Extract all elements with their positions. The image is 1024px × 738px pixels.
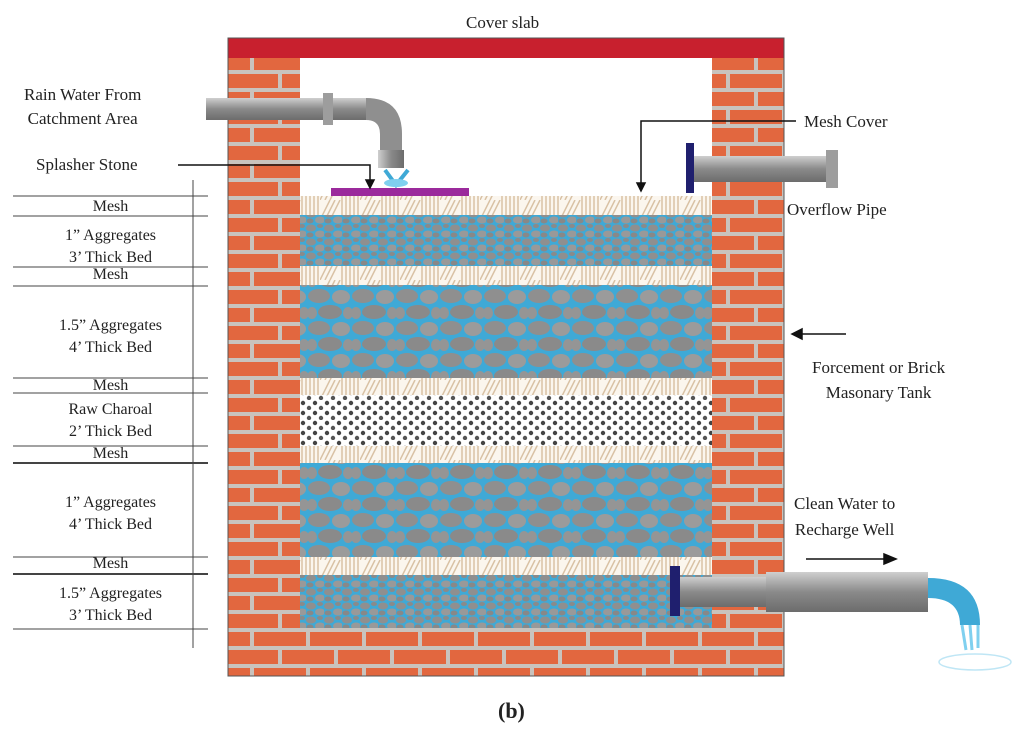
layer-label: 1” Aggregates 4’ Thick Bed [13, 492, 208, 536]
tank-label-line1: Forcement or Brick [812, 358, 946, 377]
layer-mesh [300, 378, 712, 395]
layer-label-line: 4’ Thick Bed [69, 339, 152, 356]
rain-water-label: Rain Water From Catchment Area [24, 83, 141, 131]
layer-mesh [300, 557, 712, 575]
water-splash [383, 168, 410, 189]
mesh-cover-leader [640, 120, 796, 185]
layer-label-line: 1” Aggregates [64, 227, 157, 244]
layer-label: Mesh [13, 555, 208, 573]
layer-mesh [300, 446, 712, 463]
layer-large-aggregate [300, 463, 712, 557]
outlet-pipe [670, 566, 1012, 671]
layer-label-line: Mesh [92, 198, 129, 215]
overflow-pipe-label: Overflow Pipe [787, 200, 887, 219]
layer-label: Mesh [13, 445, 208, 463]
layer-label-line: Mesh [92, 266, 129, 283]
layer-small-aggregate [300, 575, 712, 628]
bottom-brick-floor [300, 628, 712, 676]
layer-label-line: 1.5” Aggregates [58, 585, 163, 602]
layer-label: Mesh [13, 377, 208, 395]
overflow-pipe [686, 143, 838, 193]
layer-mesh [300, 196, 712, 215]
layer-scale [13, 180, 208, 648]
clean-water-label-line1: Clean Water to [794, 494, 896, 513]
cover-slab [228, 38, 784, 58]
layer-label-line: Raw Charoal [68, 401, 153, 418]
splasher-leader [178, 164, 371, 182]
layer-label: Raw Charoal 2’ Thick Bed [13, 399, 208, 443]
left-brick-wall [228, 58, 300, 676]
inlet-pipe [206, 93, 404, 168]
layer-label-line: 2’ Thick Bed [69, 423, 152, 440]
layer-label-line: 1” Aggregates [64, 494, 157, 511]
splasher-stone-label: Splasher Stone [36, 155, 138, 174]
layer-large-aggregate [300, 285, 712, 378]
layer-label-line: 3’ Thick Bed [69, 607, 152, 624]
layer-label-line: 1.5” Aggregates [58, 317, 163, 334]
tank-label: Forcement or Brick Masonary Tank [812, 355, 945, 405]
cover-slab-label: Cover slab [466, 13, 540, 32]
layer-label: Mesh [13, 266, 208, 284]
layer-label: 1.5” Aggregates 3’ Thick Bed [13, 583, 208, 627]
layer-label: 1.5” Aggregates 4’ Thick Bed [13, 315, 208, 359]
layer-label-line: Mesh [92, 377, 129, 394]
layer-small-aggregate [300, 215, 712, 266]
mesh-cover-label: Mesh Cover [804, 112, 888, 131]
layer-label: 1” Aggregates 3’ Thick Bed [13, 225, 208, 269]
layer-label: Mesh [13, 198, 208, 216]
rain-water-label-line1: Rain Water From [24, 85, 142, 104]
layer-label-line: Mesh [92, 555, 129, 572]
layer-label-line: 3’ Thick Bed [69, 249, 152, 266]
layer-mesh [300, 266, 712, 285]
rain-water-label-line2: Catchment Area [27, 109, 138, 128]
splasher-stone [331, 188, 469, 196]
layer-label-line: Mesh [92, 445, 129, 462]
layer-charcoal [300, 395, 712, 446]
clean-water-label-line2: Recharge Well [794, 520, 895, 539]
layer-label-line: 4’ Thick Bed [69, 516, 152, 533]
tank-label-line2: Masonary Tank [825, 383, 932, 402]
figure-caption: (b) [498, 698, 525, 723]
clean-water-label: Clean Water to Recharge Well [794, 491, 895, 543]
